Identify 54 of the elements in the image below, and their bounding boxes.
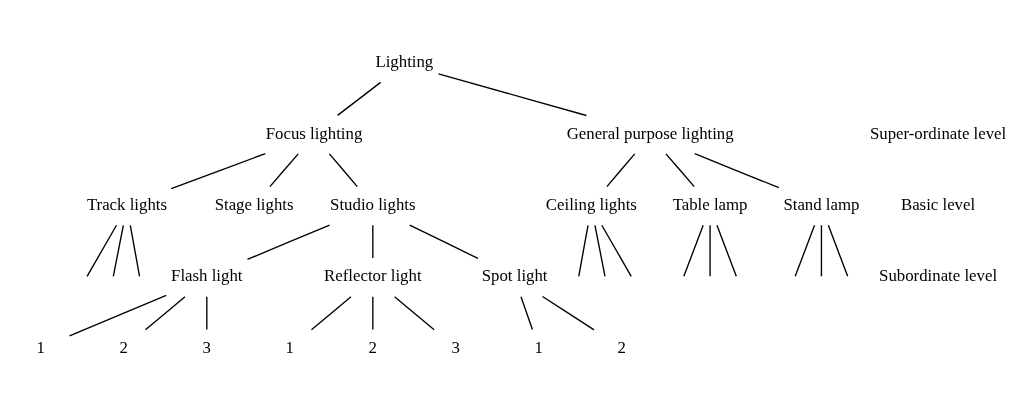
connector xyxy=(578,224,589,277)
node-text: 2 xyxy=(119,337,129,357)
connector xyxy=(144,295,186,330)
label: Subordinate level xyxy=(879,265,998,285)
connector xyxy=(206,295,208,330)
node-text: 1 xyxy=(285,337,295,357)
node-text: 3 xyxy=(451,337,461,357)
connector xyxy=(594,224,606,277)
connector xyxy=(665,152,695,187)
connector xyxy=(683,224,704,277)
node-text: 1 xyxy=(36,337,46,357)
node-text: Focus lighting xyxy=(265,123,363,143)
connector xyxy=(827,224,849,277)
connector xyxy=(112,224,125,277)
connector xyxy=(820,224,823,277)
node-text: 2 xyxy=(368,337,378,357)
node-text: Studio lights xyxy=(330,194,416,214)
connector xyxy=(310,295,352,330)
connector xyxy=(372,295,374,330)
connector xyxy=(409,223,479,259)
connector xyxy=(86,224,118,277)
connector xyxy=(372,224,374,259)
node-text: 2 xyxy=(617,337,627,357)
connector xyxy=(269,152,299,187)
node-text: Stage lights xyxy=(214,194,294,214)
connector xyxy=(601,224,632,277)
node-text: Reflector light xyxy=(324,265,422,285)
node-text: Track lights xyxy=(86,194,168,214)
connector xyxy=(437,72,588,116)
node-text: Table lamp xyxy=(672,194,748,214)
connector xyxy=(393,295,435,330)
label: Super-ordinate level xyxy=(869,123,1007,143)
connector xyxy=(328,152,358,187)
node-text: 1 xyxy=(534,337,544,357)
connector xyxy=(246,223,331,260)
connector xyxy=(794,224,816,277)
connector xyxy=(541,295,595,331)
label: Basic level xyxy=(900,194,976,214)
connector xyxy=(716,224,737,277)
node-text: Ceiling lights xyxy=(545,194,637,214)
node-text: Flash light xyxy=(171,265,243,285)
connector xyxy=(520,295,534,330)
connector xyxy=(336,81,382,116)
connector xyxy=(694,152,780,188)
node-text: Lighting xyxy=(375,51,434,71)
node-text: Spot light xyxy=(481,265,548,285)
connector xyxy=(606,152,636,187)
node-text: Stand lamp xyxy=(783,194,860,214)
connector xyxy=(129,224,141,277)
connector xyxy=(68,294,167,336)
node-text: 3 xyxy=(202,337,212,357)
connector xyxy=(709,224,711,277)
node-text: General purpose lighting xyxy=(566,123,734,143)
connector xyxy=(170,152,267,189)
